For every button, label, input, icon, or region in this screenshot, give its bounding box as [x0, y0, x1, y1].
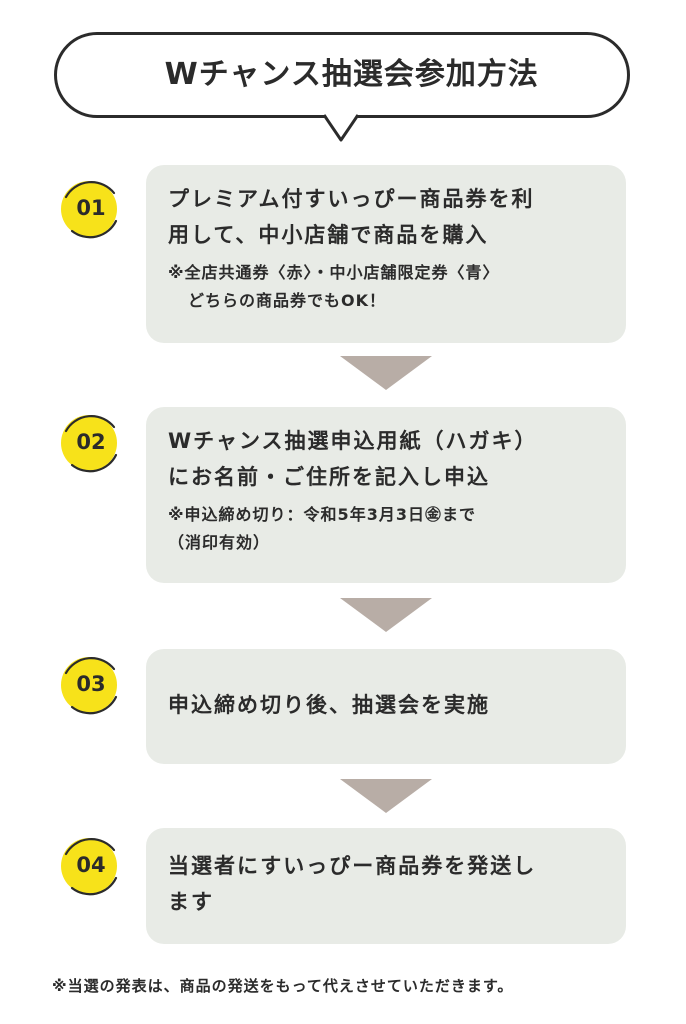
step-1-badge: 01 — [58, 175, 124, 241]
step-4-box: 当選者にすいっぴー商品券を発送し ます — [146, 828, 626, 944]
step-number: 03 — [76, 672, 106, 696]
bubble-tail-icon — [324, 112, 358, 142]
footnote: ※当選の発表は、商品の発送をもって代えさせていただきます。 — [52, 977, 514, 995]
step-number: 02 — [76, 430, 106, 454]
step-2-note-line-2: （消印有効） — [168, 533, 271, 552]
step-1-box: プレミアム付すいっぴー商品券を利 用して、中小店舗で商品を購入 ※全店共通券〈赤… — [146, 165, 626, 343]
step-3-box: 申込締め切り後、抽選会を実施 — [146, 649, 626, 764]
step-1-note: ※全店共通券〈赤〉・中小店舗限定券〈青〉 どちらの商品券でもOK！ — [168, 259, 610, 315]
step-1-note-line-2: どちらの商品券でもOK！ — [188, 291, 387, 310]
step-2-badge: 02 — [58, 409, 124, 475]
step-1-main-line-2: 用して、中小店舗で商品を購入 — [168, 223, 489, 247]
step-2-note-line-1: ※申込締め切り：令和5年3月3日㊎まで — [168, 505, 476, 524]
step-circle-icon — [61, 657, 118, 715]
step-circle-icon — [61, 838, 118, 896]
step-1-note-line-1: ※全店共通券〈赤〉・中小店舗限定券〈青〉 — [168, 263, 500, 282]
page-title-wrap: Wチャンス抽選会参加方法 — [57, 55, 627, 95]
step-2-main-line-2: にお名前・ご住所を記入し申込 — [168, 465, 490, 489]
step-number: 04 — [76, 853, 106, 877]
step-3-main-line-1: 申込締め切り後、抽選会を実施 — [168, 693, 490, 717]
title-bubble: Wチャンス抽選会参加方法 — [54, 32, 630, 118]
page-title-text: Wチャンス抽選会参加方法 — [164, 57, 539, 92]
down-arrow-icon — [340, 356, 432, 390]
step-4-badge: 04 — [58, 832, 124, 898]
step-1-main-line-1: プレミアム付すいっぴー商品券を利 — [168, 187, 535, 211]
down-arrow-icon — [340, 598, 432, 632]
step-2-box: Wチャンス抽選申込用紙（ハガキ） にお名前・ご住所を記入し申込 ※申込締め切り：… — [146, 407, 626, 583]
step-2-main-text: Wチャンス抽選申込用紙（ハガキ） にお名前・ご住所を記入し申込 — [168, 423, 610, 495]
step-3-badge: 03 — [58, 651, 124, 717]
step-2-main-line-1: Wチャンス抽選申込用紙（ハガキ） — [168, 429, 538, 453]
step-circle-icon — [61, 415, 118, 473]
step-circle-icon — [61, 181, 118, 239]
page-title: Wチャンス抽選会参加方法 — [137, 55, 547, 95]
down-arrow-icon — [340, 779, 432, 813]
step-4-main-line-2: ます — [168, 890, 214, 914]
title-highlight-stripe — [141, 80, 150, 90]
step-number: 01 — [76, 196, 106, 220]
step-4-main-line-1: 当選者にすいっぴー商品券を発送し — [168, 854, 537, 878]
step-2-note: ※申込締め切り：令和5年3月3日㊎まで （消印有効） — [168, 501, 610, 557]
step-4-main-text: 当選者にすいっぴー商品券を発送し ます — [168, 848, 610, 920]
step-1-main-text: プレミアム付すいっぴー商品券を利 用して、中小店舗で商品を購入 — [168, 181, 610, 253]
step-3-main-text: 申込締め切り後、抽選会を実施 — [168, 687, 610, 723]
